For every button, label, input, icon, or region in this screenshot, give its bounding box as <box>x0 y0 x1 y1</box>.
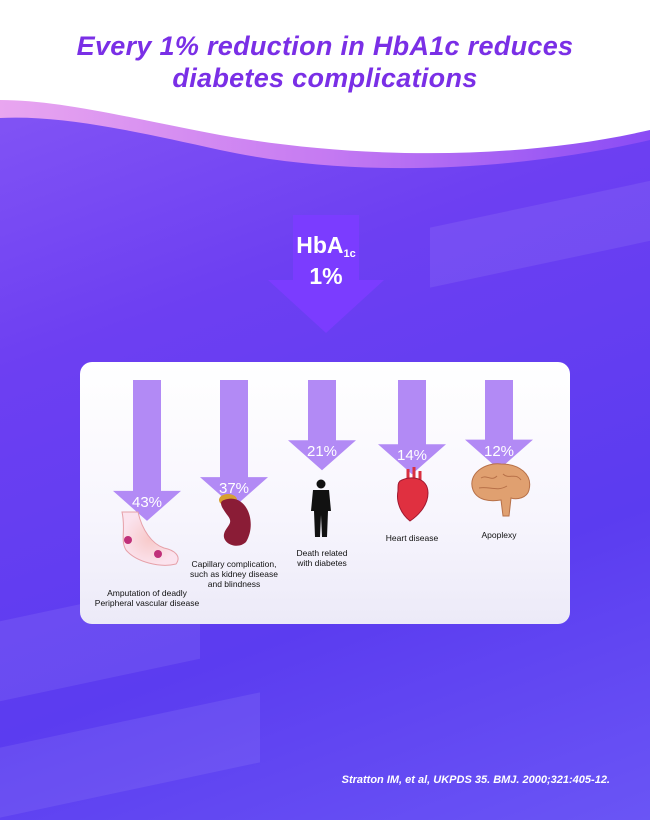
header-wave <box>0 0 650 169</box>
percent-label: 14% <box>396 447 428 465</box>
hba1c-arrow <box>268 215 384 333</box>
kidney-icon <box>216 492 256 553</box>
decor-streak <box>0 692 260 818</box>
brain-icon <box>467 460 533 523</box>
reduction-arrow <box>378 380 446 475</box>
reduction-arrows <box>113 380 533 521</box>
hba-subscript: 1c <box>343 248 356 260</box>
reduction-arrow <box>113 380 181 521</box>
percent-label: 12% <box>483 442 515 460</box>
reduction-arrow <box>200 380 268 508</box>
title-line-1: Every 1% reduction in HbA1c reduces <box>76 31 574 61</box>
foot-icon <box>112 510 182 577</box>
person-silhouette-icon <box>309 479 333 544</box>
complication-label: Apoplexy <box>481 530 517 540</box>
percent-label: 21% <box>306 443 338 461</box>
title-line-2: diabetes complications <box>172 63 478 93</box>
reduction-arrow <box>465 380 533 470</box>
citation: Stratton IM, et al, UKPDS 35. BMJ. 2000;… <box>341 774 610 786</box>
hba-value: 1% <box>309 263 343 289</box>
hba1c-label: HbA1c 1% <box>268 232 384 289</box>
heart-icon <box>394 467 430 528</box>
hba-text: HbA <box>296 232 344 258</box>
page-title: Every 1% reduction in HbA1c reduces diab… <box>0 30 650 94</box>
percent-label: 37% <box>218 480 250 498</box>
reduction-arrow <box>288 380 356 471</box>
complication-label: Heart disease <box>385 533 439 543</box>
percent-label: 43% <box>131 493 163 511</box>
complication-label: Capillary complication,such as kidney di… <box>190 559 278 589</box>
